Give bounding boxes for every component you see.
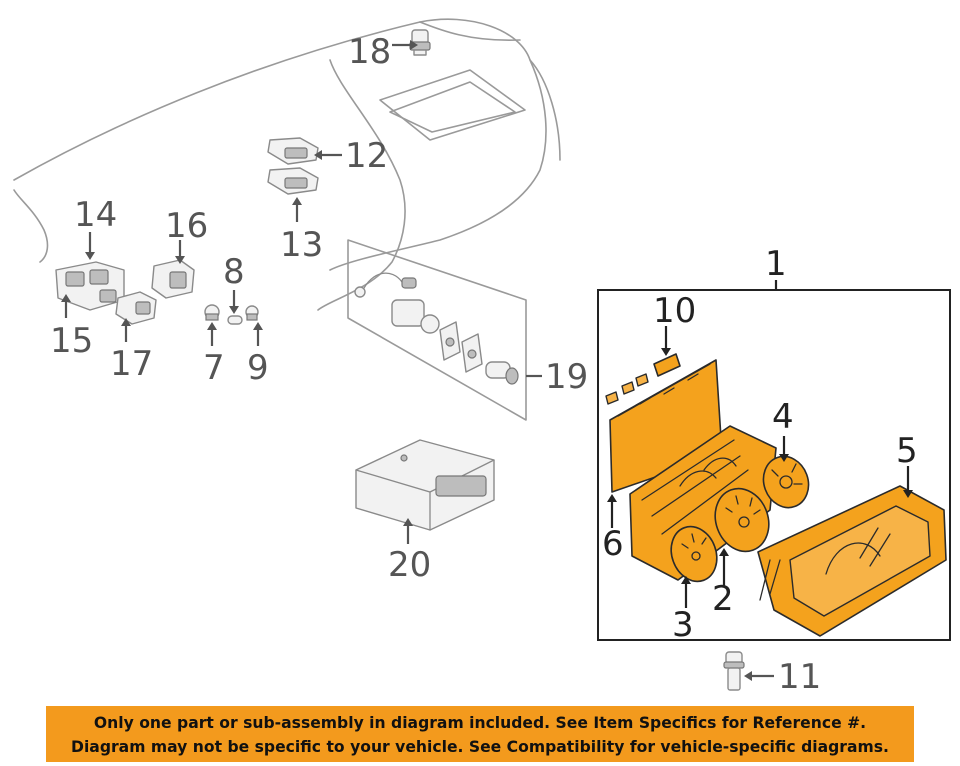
callout-2: 2: [712, 579, 734, 619]
disclaimer-line-2: Diagram may not be specific to your vehi…: [71, 738, 889, 756]
callout-5: 5: [896, 431, 918, 471]
disclaimer-line-1: Only one part or sub-assembly in diagram…: [93, 714, 867, 732]
part-4-gauge: [762, 455, 810, 509]
part-13-switch: [267, 167, 319, 195]
callout-20: 20: [388, 545, 431, 585]
part-2-dial: [714, 487, 770, 553]
callout-11: 11: [778, 657, 821, 697]
callout-15: 15: [50, 321, 93, 361]
callout-4: 4: [772, 397, 794, 437]
cluster-housing: [629, 425, 777, 581]
callout-14: 14: [74, 195, 117, 235]
callout-10: 10: [653, 291, 696, 331]
part-11-socket: [723, 651, 745, 691]
part-5-bezel: [757, 485, 947, 637]
callout-1: 1: [765, 244, 787, 284]
part-9-socket: [245, 305, 259, 321]
part-12-switch: [267, 137, 319, 165]
callout-9: 9: [247, 348, 269, 388]
callout-12: 12: [345, 136, 388, 176]
disclaimer-banner: Only one part or sub-assembly in diagram…: [46, 706, 914, 762]
callout-17: 17: [110, 344, 153, 384]
part-18-clip: [409, 29, 431, 56]
part-17-switch: [115, 291, 157, 325]
callout-19: 19: [545, 357, 588, 397]
callout-7: 7: [203, 348, 225, 388]
part-7-socket: [204, 304, 220, 321]
callout-13: 13: [280, 225, 323, 265]
parts-diagram: 18 12 13 14 15 16 17: [13, 18, 951, 697]
assembly-1-box: [597, 289, 951, 641]
callout-6: 6: [602, 524, 624, 564]
dashboard-outline: [13, 18, 561, 311]
part-19-panel: [347, 239, 527, 421]
callout-3: 3: [672, 605, 694, 645]
part-20-module: [355, 439, 495, 531]
callout-18: 18: [348, 32, 391, 72]
callout-16: 16: [165, 206, 208, 246]
part-16-switch: [151, 259, 195, 299]
callout-8: 8: [223, 252, 245, 292]
part-3-dial: [670, 525, 718, 583]
part-10-bulbs: [605, 353, 681, 405]
part-8-bulb: [227, 315, 243, 325]
